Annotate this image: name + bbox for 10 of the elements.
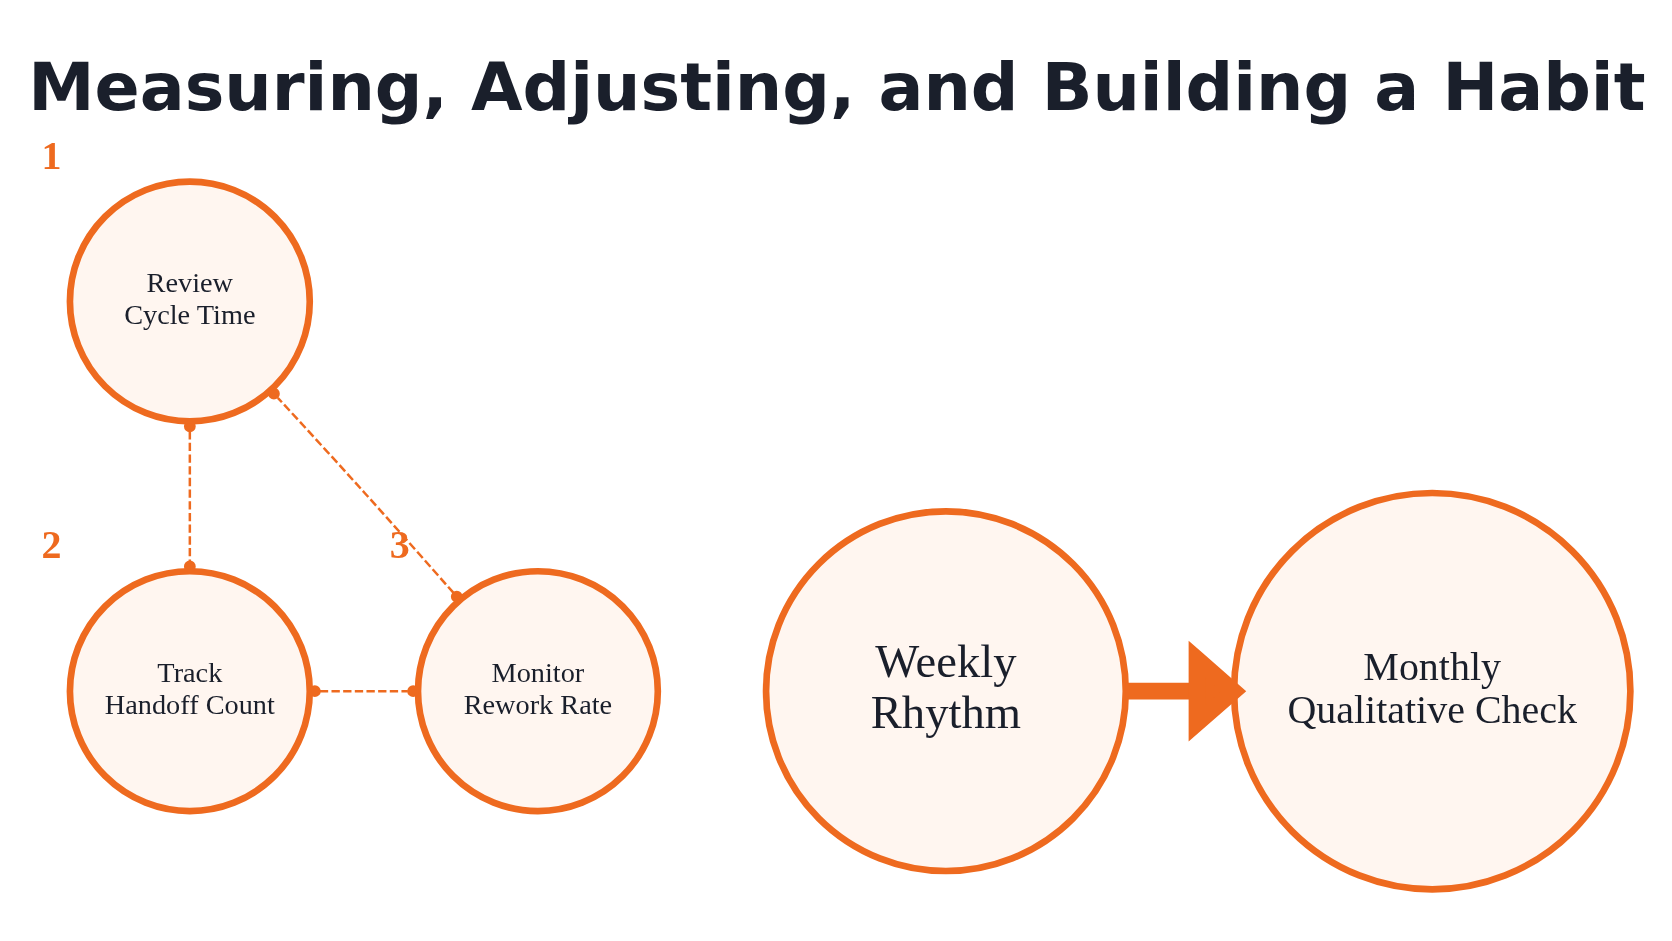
node-circle: Monitor Rework Rate: [414, 567, 662, 815]
diagram-title: Measuring, Adjusting, and Building a Habit: [28, 47, 1646, 126]
node-label: 2: [41, 522, 62, 568]
node-circle: Monthly Qualitative Check: [1230, 489, 1634, 893]
node-label: 1: [41, 132, 62, 178]
arrow: [1125, 640, 1247, 742]
node-circle: Track Handoff Count: [66, 567, 314, 815]
connector: [268, 387, 463, 603]
node-circle: Weekly Rhythm: [762, 507, 1130, 875]
node-circle: Review Cycle Time: [66, 178, 314, 425]
